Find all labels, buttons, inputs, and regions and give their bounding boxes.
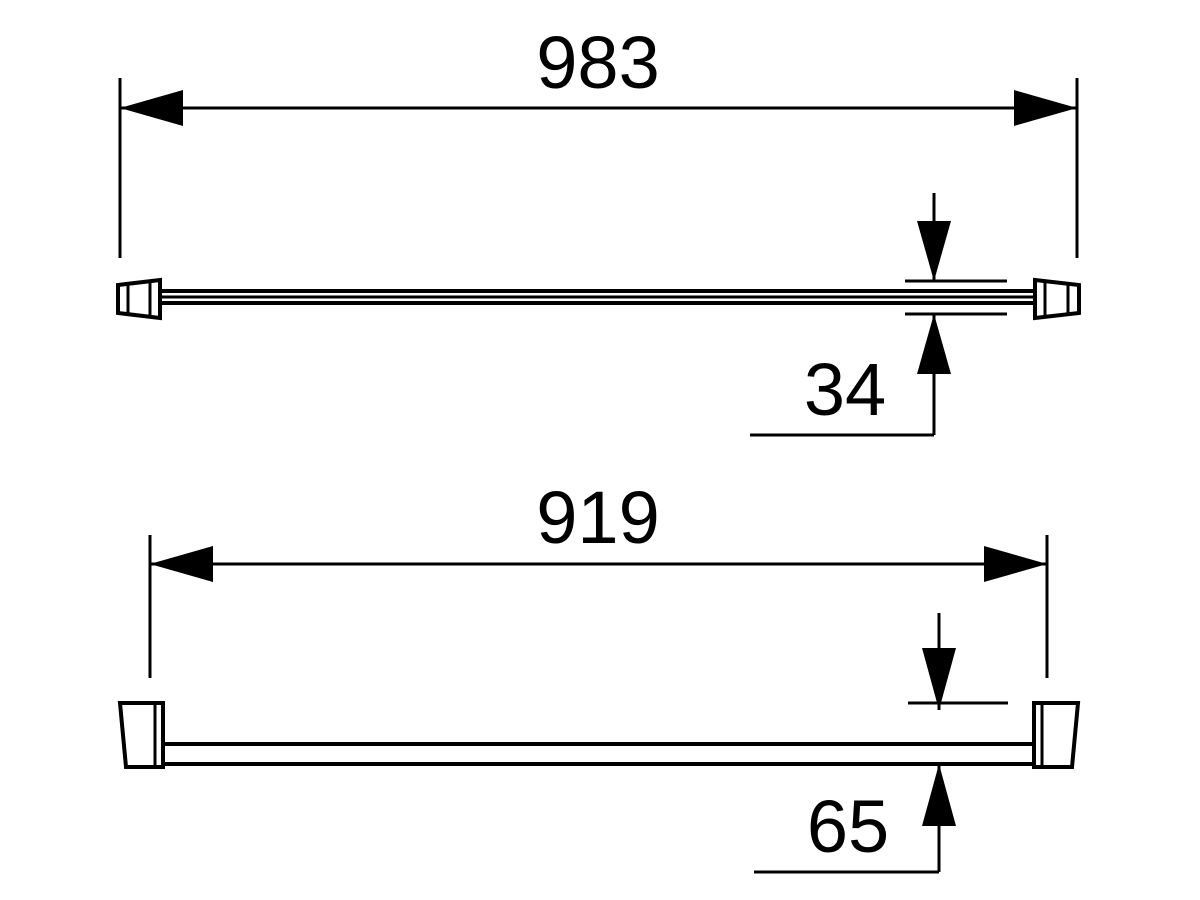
side-view: 919 65 xyxy=(117,476,1081,874)
dimension-label-65: 65 xyxy=(807,785,889,868)
dimension-34: 34 xyxy=(750,193,1007,437)
arrowhead-left-983 xyxy=(120,90,183,126)
dimension-919: 919 xyxy=(150,476,1047,582)
end-cap-left-top xyxy=(116,277,162,321)
dimension-65: 65 xyxy=(754,613,1008,874)
dimension-label-983: 983 xyxy=(536,21,659,104)
arrowhead-down-65 xyxy=(922,648,956,710)
dimension-983: 983 xyxy=(120,21,1077,126)
dimension-label-34: 34 xyxy=(804,348,886,431)
end-cap-right-top xyxy=(1033,277,1081,321)
wall-bracket-left xyxy=(117,701,165,769)
wall-bracket-right xyxy=(1032,701,1081,769)
dimension-label-919: 919 xyxy=(536,476,659,559)
arrowhead-right-919 xyxy=(984,546,1047,582)
arrowhead-down-34 xyxy=(917,221,951,281)
top-view: 983 34 xyxy=(116,21,1081,437)
arrowhead-left-919 xyxy=(150,546,213,582)
towel-bar-top-view xyxy=(116,277,1081,321)
towel-bar-side-view xyxy=(117,701,1081,769)
arrowhead-right-983 xyxy=(1014,90,1077,126)
